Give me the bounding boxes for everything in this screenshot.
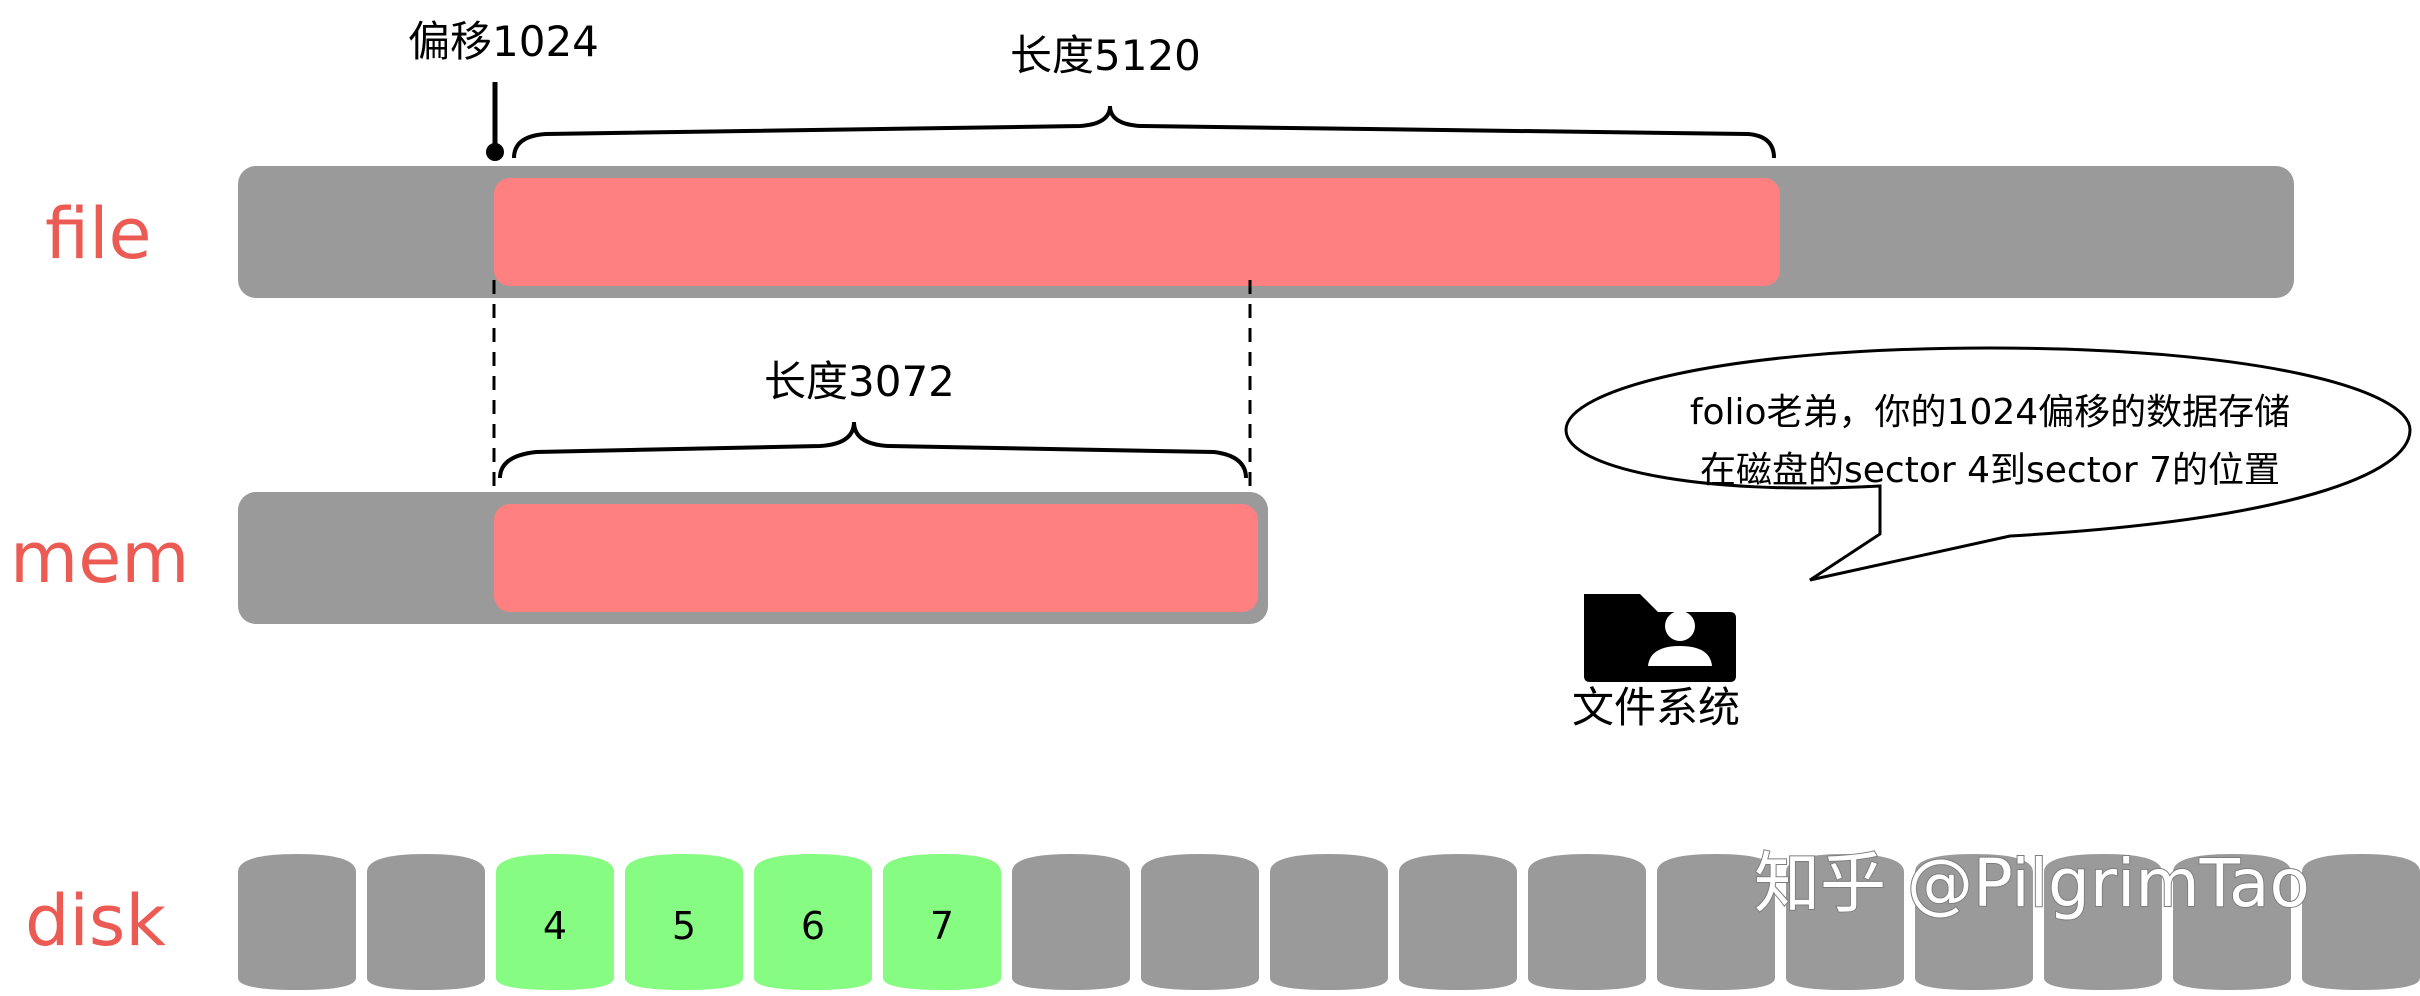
disk-sector-body bbox=[2173, 854, 2291, 990]
offset-label: 偏移1024 bbox=[408, 17, 599, 66]
disk-sector bbox=[1399, 854, 1517, 990]
disk-sector bbox=[1141, 854, 1259, 990]
disk-sector-label: 5 bbox=[672, 904, 696, 948]
file-length-label: 长度5120 bbox=[1010, 31, 1201, 80]
filesystem-label: 文件系统 bbox=[1572, 683, 1740, 732]
disk-sector-label: 7 bbox=[930, 904, 954, 948]
disk-sector-label: 4 bbox=[543, 904, 567, 948]
mem-data-segment bbox=[494, 504, 1258, 612]
disk-sector bbox=[1915, 854, 2033, 990]
disk-sector-body bbox=[496, 854, 614, 990]
disk-sector-body bbox=[2044, 854, 2162, 990]
disk-sector-body bbox=[238, 854, 356, 990]
disk-sector bbox=[1528, 854, 1646, 990]
disk-sector-body bbox=[754, 854, 872, 990]
disk-sector-body bbox=[1399, 854, 1517, 990]
disk-sector: 7 bbox=[883, 854, 1001, 990]
disk-sector-body bbox=[1141, 854, 1259, 990]
disk-sector-body bbox=[1012, 854, 1130, 990]
disk-sector-body bbox=[1915, 854, 2033, 990]
disk-sectors: 4 5 6 7 bbox=[238, 854, 2420, 990]
folder-user-icon bbox=[1584, 594, 1736, 682]
mem-row-label: mem bbox=[10, 517, 189, 599]
disk-sector bbox=[1012, 854, 1130, 990]
speech-bubble-line1: folio老弟，你的1024偏移的数据存储 bbox=[1690, 392, 2290, 433]
disk-sector bbox=[2044, 854, 2162, 990]
disk-sector-body bbox=[1528, 854, 1646, 990]
disk-sector-label: 6 bbox=[801, 904, 825, 948]
file-row-label: file bbox=[45, 193, 152, 275]
disk-sector-body bbox=[1270, 854, 1388, 990]
disk-sector-body bbox=[625, 854, 743, 990]
mem-length-brace bbox=[498, 421, 1248, 479]
speech-bubble-line2: 在磁盘的sector 4到sector 7的位置 bbox=[1700, 450, 2280, 491]
disk-sector: 5 bbox=[625, 854, 743, 990]
disk-sector bbox=[1657, 854, 1775, 990]
disk-sector-body bbox=[367, 854, 485, 990]
file-length-brace bbox=[512, 105, 1776, 159]
watermark: 知乎 @PilgrimTao bbox=[1754, 845, 2310, 922]
disk-row-label: disk bbox=[25, 880, 166, 962]
speech-bubble bbox=[1564, 346, 2412, 582]
offset-marker-dot bbox=[486, 143, 504, 161]
disk-sector: 6 bbox=[754, 854, 872, 990]
file-data-segment bbox=[494, 178, 1780, 286]
disk-sector-body bbox=[2302, 854, 2420, 990]
disk-sector bbox=[238, 854, 356, 990]
mem-length-label: 长度3072 bbox=[764, 357, 955, 406]
disk-sector bbox=[367, 854, 485, 990]
disk-sector bbox=[2173, 854, 2291, 990]
disk-sector bbox=[1786, 854, 1904, 990]
disk-sector bbox=[2302, 854, 2420, 990]
disk-sector-body bbox=[883, 854, 1001, 990]
disk-sector-body bbox=[1786, 854, 1904, 990]
disk-sector bbox=[1270, 854, 1388, 990]
disk-sector: 4 bbox=[496, 854, 614, 990]
disk-sector-body bbox=[1657, 854, 1775, 990]
